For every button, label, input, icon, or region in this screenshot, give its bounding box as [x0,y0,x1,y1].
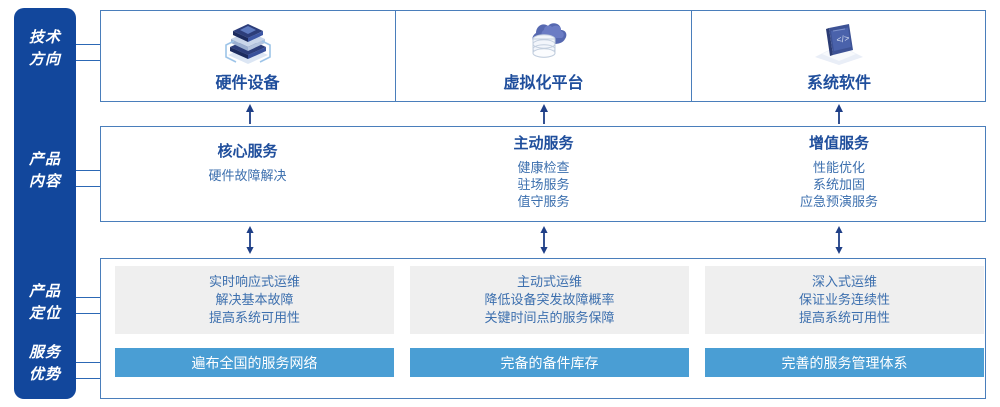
rail-label-line: 内容 [28,173,61,190]
rail-label-line: 优势 [28,366,61,383]
arrow-bidirectional-core-service [243,226,257,254]
rail-label-line: 产品 [28,151,61,168]
product-content-column-core-service[interactable]: 核心服务 硬件故障解决 [100,126,395,222]
cloud-database-icon [396,16,691,68]
rail-label-line: 方向 [28,51,61,68]
connector-pos-2 [76,313,101,314]
laptop-code-icon: </> [692,16,986,68]
positioning-item: 降低设备突发故障概率 [484,292,615,307]
technology-label-system-software: 系统软件 [806,75,871,92]
arrow-bidirectional-proactive-service [537,226,551,254]
positioning-item: 主动式运维 [516,274,582,289]
technology-label-hardware: 硬件设备 [215,75,280,92]
technology-label-virtualization: 虚拟化平台 [503,75,584,92]
server-stack-icon [100,16,395,68]
rail-label-product-positioning: 产品 定位 [14,281,76,325]
product-content-item: 系统加固 [812,177,865,192]
arrow-bidirectional-value-added-service [832,226,846,254]
technology-column-virtualization[interactable]: 虚拟化平台 [396,10,691,102]
rail-label-product-content: 产品 内容 [14,149,76,193]
advantage-bar-spare-parts-stock[interactable]: 完备的备件库存 [410,348,689,377]
rail-label-line: 服务 [28,344,61,361]
positioning-item: 解决基本故障 [215,292,294,307]
advantage-bar-nationwide-network[interactable]: 遍布全国的服务网络 [115,348,394,377]
product-content-column-proactive-service[interactable]: 主动服务 健康检查 驻场服务 值守服务 [396,126,691,222]
technology-divider-1 [395,10,396,102]
positioning-item: 保证业务连续性 [798,292,890,307]
arrow-up-virtualization [537,104,551,124]
arrow-up-hardware [243,104,257,124]
advantage-bar-service-management[interactable]: 完善的服务管理体系 [705,348,984,377]
positioning-item: 深入式运维 [811,274,877,289]
rail-label-line: 定位 [28,305,61,322]
positioning-item: 实时响应式运维 [208,274,300,289]
product-content-title-core-service: 核心服务 [217,143,278,160]
product-content-title-proactive-service: 主动服务 [513,135,574,152]
positioning-item: 关键时间点的服务保障 [484,310,615,325]
rail-label-line: 产品 [28,283,61,300]
positioning-item: 提高系统可用性 [798,310,890,325]
positioning-card-indepth-ops[interactable]: 深入式运维 保证业务连续性 提高系统可用性 [705,266,984,334]
product-content-item: 值守服务 [517,194,570,209]
positioning-card-proactive-ops[interactable]: 主动式运维 降低设备突发故障概率 关键时间点的服务保障 [410,266,689,334]
rail-label-service-advantage: 服务 优势 [14,342,76,386]
product-content-title-value-added-service: 增值服务 [808,135,869,152]
connector-tech-2 [76,60,101,61]
rail-label-tech-direction: 技术 方向 [14,27,76,71]
connector-pos-1 [76,297,101,298]
connector-prod-2 [76,186,101,187]
technology-column-system-software[interactable]: </> 系统软件 [692,10,986,102]
technology-column-hardware[interactable]: 硬件设备 [100,10,395,102]
connector-prod-1 [76,170,101,171]
connector-adv-1 [76,362,101,363]
connector-adv-2 [76,378,101,379]
product-content-item: 硬件故障解决 [208,168,287,183]
product-content-item: 性能优化 [812,160,865,175]
svg-text:</>: </> [836,33,851,45]
rail-label-line: 技术 [28,29,61,46]
arrow-up-system-software [832,104,846,124]
product-content-column-value-added-service[interactable]: 增值服务 性能优化 系统加固 应急预演服务 [692,126,986,222]
positioning-card-realtime-ops[interactable]: 实时响应式运维 解决基本故障 提高系统可用性 [115,266,394,334]
product-content-item: 健康检查 [517,160,570,175]
connector-tech-1 [76,44,101,45]
product-content-item: 应急预演服务 [799,194,878,209]
product-content-item: 驻场服务 [517,177,570,192]
product-content-section-box [100,126,986,222]
technology-divider-2 [691,10,692,102]
positioning-item: 提高系统可用性 [208,310,300,325]
category-rail [14,8,76,399]
